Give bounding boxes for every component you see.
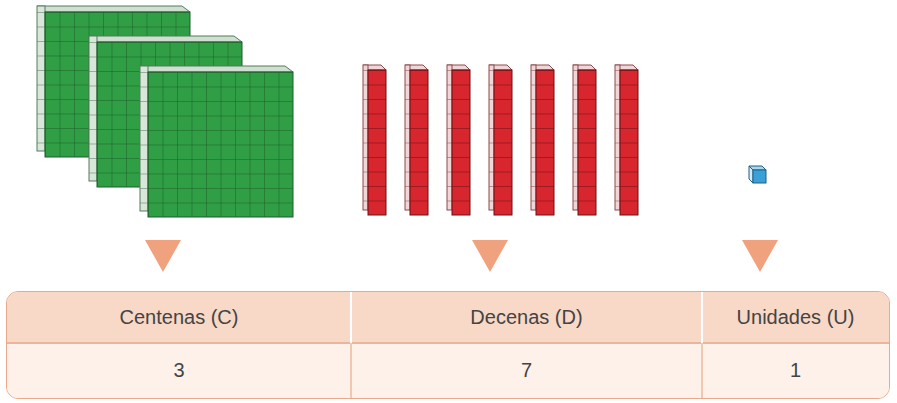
header-cell: Unidades (U) — [702, 292, 889, 343]
ten-rod — [405, 65, 428, 215]
down-triangle — [742, 240, 778, 272]
ten-rod — [489, 65, 512, 215]
column-divider — [701, 292, 703, 343]
value-cell: 7 — [351, 343, 702, 398]
ten-rod — [447, 65, 470, 215]
value-row — [7, 343, 889, 398]
header-cell: Decenas (D) — [351, 292, 702, 343]
ten-rod — [363, 65, 386, 215]
digit-value: 7 — [521, 359, 532, 382]
digit-value: 3 — [173, 359, 184, 382]
ten-rod — [615, 65, 638, 215]
column-divider — [350, 343, 352, 398]
column-heading: Centenas (C) — [120, 306, 239, 329]
header-cell: Centenas (C) — [7, 292, 351, 343]
column-divider — [350, 292, 352, 343]
column-heading: Unidades (U) — [737, 306, 855, 329]
ten-rod — [573, 65, 596, 215]
value-cell: 1 — [702, 343, 889, 398]
column-heading: Decenas (D) — [470, 306, 582, 329]
hundred-flat — [140, 66, 293, 217]
down-triangle — [472, 240, 508, 272]
unit-cube — [749, 166, 766, 183]
ten-rod — [531, 65, 554, 215]
row-divider — [7, 342, 889, 344]
value-cell: 3 — [7, 343, 351, 398]
digit-value: 1 — [790, 359, 801, 382]
column-divider — [701, 343, 703, 398]
down-triangle — [145, 240, 181, 272]
place-value-table: Centenas (C) Decenas (D) Unidades (U) 3 7 1 — [6, 291, 890, 399]
